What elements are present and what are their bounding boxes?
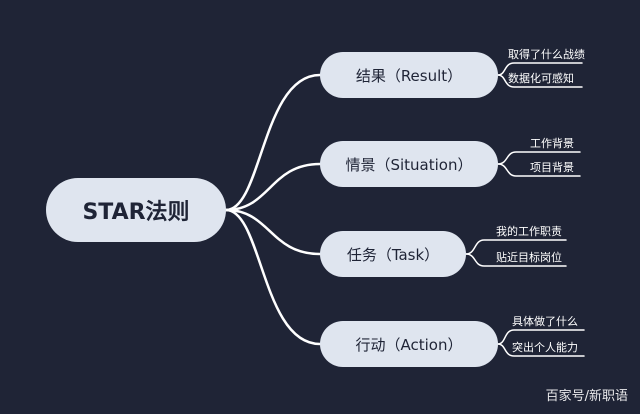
root-label: STAR法则 [82,200,190,225]
connector-root-situation [224,162,322,212]
connector-result-leaf2 [497,74,583,88]
leaf-task-2: 贴近目标岗位 [496,251,562,264]
root-node: STAR法则 [46,178,226,242]
branch-situation: 情景（Situation） [320,141,498,187]
connector-situation-leaf2 [497,163,581,177]
leaf-action-1: 具体做了什么 [512,315,578,328]
branch-situation-label: 情景（Situation） [345,155,473,174]
leaf-result-1: 取得了什么战绩 [508,48,585,61]
leaf-task-1: 我的工作职责 [496,225,562,238]
leaf-action-2: 突出个人能力 [512,341,578,354]
connector-root-action [224,208,322,346]
branch-action-label: 行动（Action） [355,335,463,354]
branch-task: 任务（Task） [320,231,466,277]
watermark: 百家号/新职语 [545,389,628,404]
connector-result-leaf1 [497,62,583,76]
leaf-situation-2: 项目背景 [530,161,574,174]
branch-task-label: 任务（Task） [346,245,440,264]
connector-situation-leaf1 [497,151,581,165]
connector-root-task [224,208,322,256]
connector-task-leaf1 [465,239,567,255]
branch-result-label: 结果（Result） [355,66,463,85]
connector-action-leaf1 [497,329,585,345]
branch-action: 行动（Action） [320,321,498,367]
leaf-situation-1: 工作背景 [530,137,574,150]
connector-task-leaf2 [465,253,567,267]
branch-result: 结果（Result） [320,52,498,98]
connector-action-leaf2 [497,343,585,357]
connector-root-result [224,73,322,212]
leaf-result-2: 数据化可感知 [508,72,574,85]
